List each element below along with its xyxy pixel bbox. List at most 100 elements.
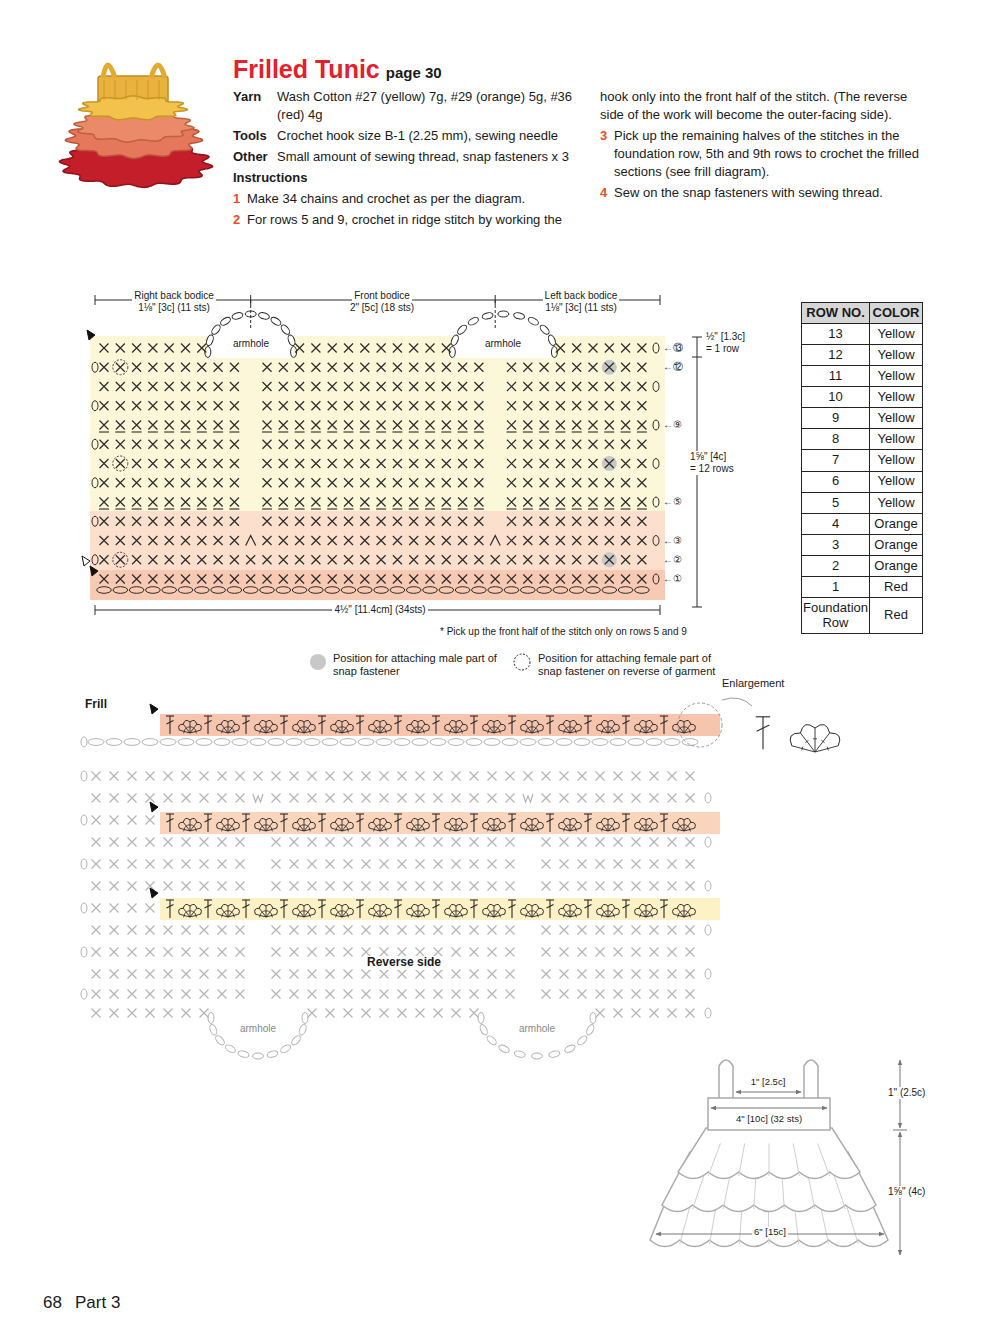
stitch-chart	[377, 421, 386, 430]
frill-chart	[308, 1009, 317, 1018]
frill-chart	[322, 739, 338, 746]
stitch-chart	[498, 311, 509, 317]
frill-chart	[362, 772, 371, 781]
stitch-chart	[392, 431, 402, 432]
frill-chart	[302, 824, 306, 825]
frill-chart	[378, 910, 382, 911]
frill-chart	[450, 730, 451, 734]
stitch-chart	[540, 459, 549, 468]
stitch-chart	[344, 459, 353, 468]
frill-chart	[336, 828, 337, 832]
frill-chart	[456, 914, 467, 917]
stitch-chart	[426, 498, 435, 507]
frill-chart	[81, 989, 87, 999]
frill-chart	[542, 926, 551, 935]
stitch-chart	[100, 363, 109, 372]
frill-chart	[684, 828, 695, 831]
stitch-chart	[214, 555, 223, 564]
frill-chart	[560, 772, 569, 781]
stitch-chart	[132, 536, 141, 545]
frill-chart	[570, 722, 571, 733]
frill-chart	[423, 914, 424, 918]
frill-chart	[650, 926, 659, 935]
stitch-chart	[556, 498, 565, 507]
stitch-chart	[148, 478, 157, 487]
legend-symbol	[514, 654, 530, 670]
frill-chart	[164, 882, 173, 891]
frill-chart	[470, 813, 478, 814]
stitch-chart	[132, 459, 141, 468]
stitch-chart	[621, 555, 630, 564]
stitch-chart	[344, 421, 353, 430]
frill-chart	[520, 739, 536, 746]
frill-chart	[164, 970, 173, 979]
frill-chart	[195, 914, 196, 918]
stitch-chart	[423, 587, 438, 594]
stitch-chart	[393, 363, 402, 372]
frill-chart	[326, 838, 335, 847]
stitch-chart	[589, 555, 598, 564]
frill-chart	[644, 910, 648, 911]
stitch-chart	[327, 508, 337, 509]
frill-chart	[537, 914, 538, 918]
frill-chart	[454, 824, 458, 825]
stitch-chart	[409, 536, 418, 545]
frill-chart	[578, 794, 587, 803]
frill-chart	[625, 814, 626, 832]
frill-chart	[651, 828, 652, 832]
frill-chart	[272, 772, 281, 781]
stitch-chart	[148, 508, 158, 509]
stitch-chart	[344, 555, 353, 564]
frill-chart	[179, 904, 202, 914]
frill-chart	[283, 716, 284, 734]
frill-chart	[411, 822, 418, 831]
frill-chart	[635, 720, 658, 730]
frill-chart	[563, 908, 570, 917]
frill-chart	[326, 926, 335, 935]
stitch-chart	[409, 478, 418, 487]
frill-chart	[110, 882, 119, 891]
frill-chart	[195, 730, 196, 734]
stitch-chart	[653, 459, 659, 469]
stitch-chart	[393, 344, 402, 353]
stitch-chart	[214, 440, 223, 449]
frill-chart	[597, 720, 620, 730]
frill-chart	[178, 739, 194, 746]
stitch-chart	[442, 498, 451, 507]
stitch-chart	[360, 401, 369, 410]
stitch-chart	[344, 478, 353, 487]
dimension: 1⅛" [3c] (11 sts)	[543, 302, 619, 314]
frill-chart	[359, 814, 360, 832]
tunic-photo	[126, 80, 127, 100]
frill-chart	[651, 914, 652, 918]
frill-chart	[614, 1009, 623, 1018]
stitch-chart	[539, 324, 551, 336]
frill-chart	[380, 794, 389, 803]
frill-chart	[756, 716, 770, 717]
page-title: Frilled Tunic	[233, 55, 380, 84]
frill-chart	[217, 818, 240, 828]
frill-chart	[663, 716, 664, 734]
stitch-chart	[572, 555, 581, 564]
frill-chart	[196, 739, 212, 746]
frill-chart	[369, 818, 392, 828]
stitch-chart	[181, 440, 190, 449]
table-cell: Orange	[869, 555, 923, 577]
frill-chart	[494, 914, 505, 917]
stitch-chart	[295, 382, 304, 391]
stitch-chart	[393, 478, 402, 487]
frill-chart	[183, 724, 190, 733]
frill-chart	[259, 724, 266, 733]
frill-chart	[686, 794, 695, 803]
frill-chart	[483, 904, 506, 914]
stitch-chart	[450, 334, 460, 346]
stitch-chart	[589, 440, 598, 449]
frill-chart	[466, 739, 482, 746]
frill-chart	[470, 860, 479, 869]
frill-chart	[207, 900, 208, 918]
stitch-chart	[100, 382, 109, 391]
frill-chart	[432, 899, 440, 900]
frill-chart	[488, 882, 497, 891]
stitch-chart	[605, 536, 614, 545]
frill-chart	[337, 911, 340, 913]
